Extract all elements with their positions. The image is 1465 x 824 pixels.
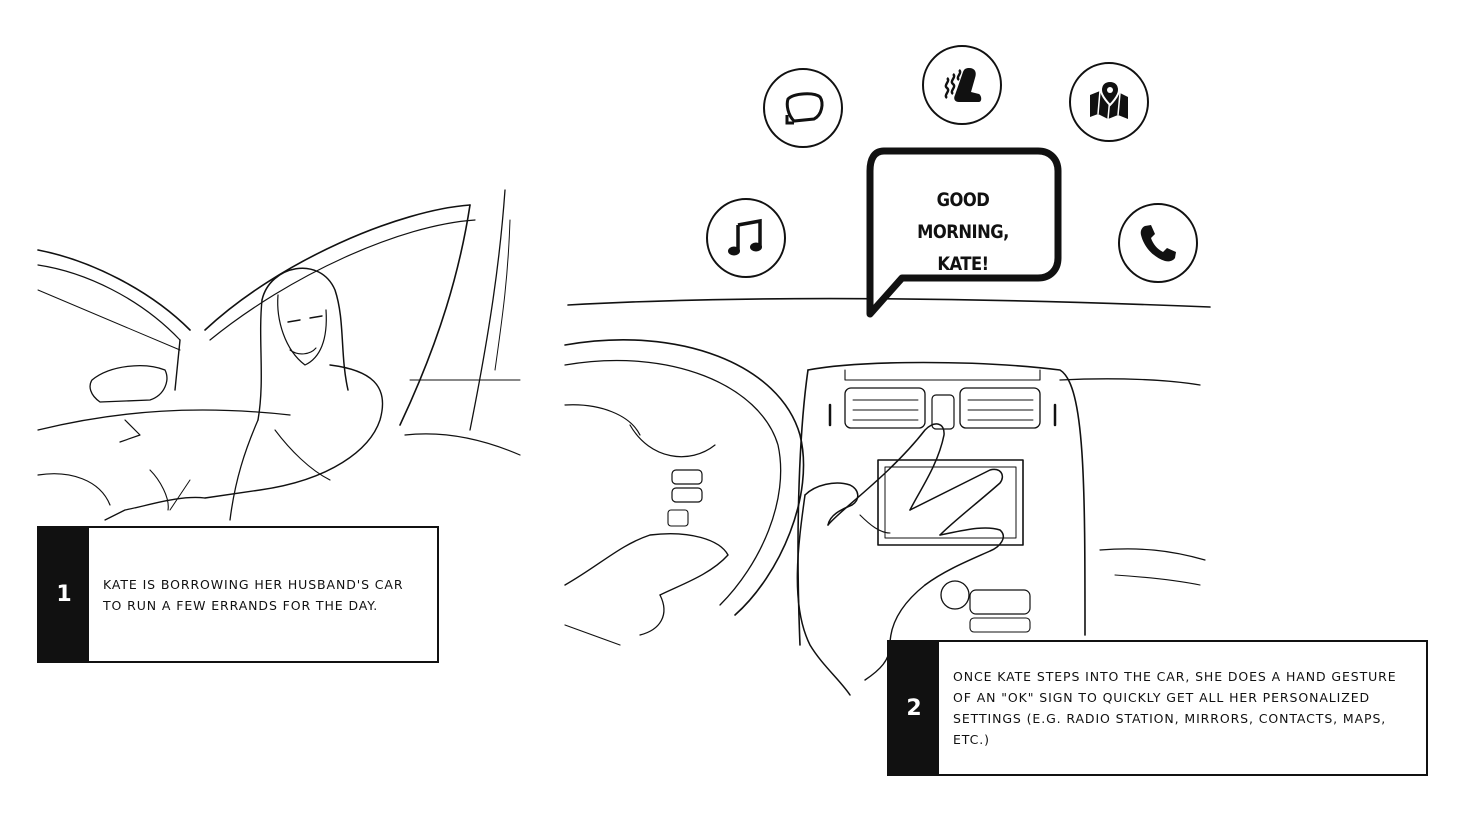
speech-bubble (866, 147, 1062, 318)
greeting-line-2: KATE! (937, 253, 989, 275)
greeting-line-1: GOOD MORNING, (917, 189, 1009, 243)
music-note-icon (706, 198, 786, 278)
panel-number: 1 (39, 528, 89, 661)
panel-1-sketch (37, 189, 521, 521)
side-mirror-icon (763, 68, 843, 148)
speech-bubble-text: GOOD MORNING, KATE! (890, 184, 1036, 280)
caption-text: KATE IS BORROWING HER HUSBAND'S CAR TO R… (103, 576, 404, 613)
panel-2-caption: 2 ONCE KATE STEPS INTO THE CAR, SHE DOES… (887, 640, 1428, 776)
panel-number: 2 (889, 642, 939, 774)
panel-2-sketch (564, 297, 1211, 696)
panel-1-caption: 1 KATE IS BORROWING HER HUSBAND'S CAR TO… (37, 526, 439, 663)
map-location-icon (1069, 62, 1149, 142)
phone-icon (1118, 203, 1198, 283)
heated-seat-icon (922, 45, 1002, 125)
caption-text: ONCE KATE STEPS INTO THE CAR, SHE DOES A… (953, 669, 1397, 747)
